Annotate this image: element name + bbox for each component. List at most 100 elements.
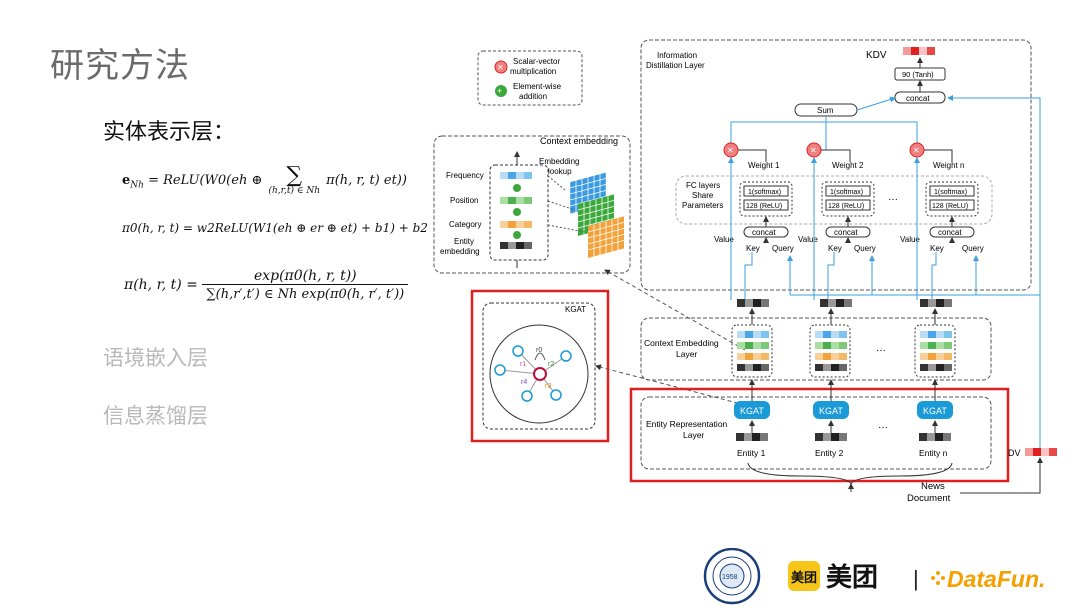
legend: ✕ Scalar-vector multiplication + Element… [477,50,583,106]
svg-text:✕: ✕ [810,146,817,155]
equation-entity-aggregation: eNh = ReLU(W0(eh ⊕ ∑(h,r,t) ∈ Nh π(h, r,… [122,165,407,196]
svg-text:128 (ReLU): 128 (ReLU) [828,203,864,210]
category-label: Category [449,220,481,229]
add-icon [513,184,521,192]
scalar-vector-icon [494,60,508,74]
eq1-sum-limits: (h,r,t) ∈ Nh [268,186,321,196]
relation-r2: r2 [548,361,554,368]
weight-1-label: Weight 1 [748,161,780,170]
svg-text:Query: Query [962,244,984,253]
entity-n-label: Entity n [919,448,948,458]
key-arrows [763,216,955,243]
embedding-label: Embedding [539,157,579,166]
dv-label: DV [1008,448,1021,458]
svg-text:✕: ✕ [727,146,734,155]
svg-text:Query: Query [854,244,876,253]
fc-layers-label: FC layers [686,181,720,190]
fc-ellipsis: ··· [888,194,898,205]
context-embedding-title: Context embedding [540,136,618,146]
section-entity-representation: 实体表示层： [103,120,236,145]
weight-2-label: Weight 2 [832,161,864,170]
meituan-text: 美团 [826,562,878,592]
frequency-label: Frequency [446,171,484,180]
svg-text:1(softmax): 1(softmax) [830,189,863,196]
eq1-sum: ∑ [286,163,303,188]
lookup-grid-orange [588,216,624,258]
seal-year: 1958 [722,574,738,581]
kdv-vector [903,47,935,55]
entity-vectors [736,433,951,441]
eq3-numerator: exp(π0(h, r, t)) [202,268,409,285]
eq1-tail: π(h, r, t) et)) [322,173,407,188]
weight-column-n: ✕ Weight n [909,142,964,170]
svg-text:1(softmax): 1(softmax) [934,189,967,196]
kgat-node-n: KGAT [917,401,953,419]
context-embedding-box: Context embedding Embedding lookup Frequ… [433,135,631,274]
news-label: News [921,481,945,492]
connection-lines [728,95,1041,448]
relation-r1: r1 [520,361,526,368]
entity-arrows [749,308,938,433]
sum-node: Sum [817,106,834,115]
svg-text:128 (ReLU): 128 (ReLU) [746,203,782,210]
footer-logos: 1958 美团 美团 | DataFun. [703,548,1045,605]
legend-element-wise: Element-wise [513,82,562,91]
entity-layer-highlight-box [629,387,1010,483]
kgat-node-2: KGAT [813,401,849,419]
weight-column-1: ✕ Weight 1 [723,142,780,170]
kgat-box-title: KGAT [565,305,586,314]
svg-text:KGAT: KGAT [923,406,947,416]
attention-inputs-n: concat Value Key Query [900,226,984,253]
context-layer-label: Context Embedding [644,338,719,348]
kdv-label: KDV [866,50,887,61]
section-context-embedding: 语境嵌入层 [103,346,208,370]
svg-text:Key: Key [828,244,842,253]
eq3-lhs: π(h, r, t) = [124,277,203,293]
svg-text:1(softmax): 1(softmax) [748,189,781,196]
parameters-label: Parameters [682,201,723,210]
legend-addition: addition [519,92,547,101]
meituan-logo: 美团 美团 [788,561,878,592]
equation-attention-score: π0(h, r, t) = w2ReLU(W1(eh ⊕ er ⊕ et) + … [122,221,428,235]
legend-multiplication: multiplication [510,67,556,76]
context-output-vectors [737,299,952,307]
svg-text:Key: Key [746,244,760,253]
datafun-logo: DataFun. [931,566,1045,592]
weight-column-2: ✕ Weight 2 [806,142,864,170]
kgat-node-1: KGAT [734,401,770,419]
datafun-text: DataFun. [947,566,1045,592]
tanh-layer: 90 (Tanh) [902,70,934,79]
section-information-distillation: 信息蒸馏层 [103,404,208,428]
eq3-denominator: ∑(h,r′,t′) ∈ Nh exp(π0(h, r′, t′)) [206,287,405,302]
kgat-box [482,302,596,430]
svg-text:concat: concat [938,228,962,237]
eq1-lhs: e [122,173,131,188]
context-ellipsis: ··· [876,345,886,356]
entity-ellipsis: ··· [878,422,888,433]
information-distillation-box [640,39,1032,291]
university-seal-icon: 1958 [703,548,761,605]
entity-label: Entity [454,237,474,246]
context-layer-label2: Layer [676,349,697,359]
relation-r4: r4 [521,379,527,386]
svg-text:concat: concat [752,228,776,237]
plus-icon: + [497,86,502,96]
fc-layers-box [675,175,993,225]
svg-text:128 (ReLU): 128 (ReLU) [932,203,968,210]
add-icon [513,231,521,239]
datafun-dots-icon [931,571,945,585]
svg-text:Value: Value [900,235,920,244]
concat-top: concat [906,94,930,103]
entity-representation-layer-box [640,396,992,470]
context-stack-2 [809,324,851,378]
distillation-layer-label: Distillation Layer [646,61,705,70]
page-title: 研究方法 [50,46,190,86]
context-stack-1 [731,324,773,378]
info-distill-label: Information [657,51,697,60]
position-label: Position [450,196,478,205]
relation-r3: r3 [545,383,551,390]
svg-text:KGAT: KGAT [819,406,843,416]
entity-layer-label2: Layer [683,430,704,440]
entity-layer-label: Entity Representation [646,419,728,429]
